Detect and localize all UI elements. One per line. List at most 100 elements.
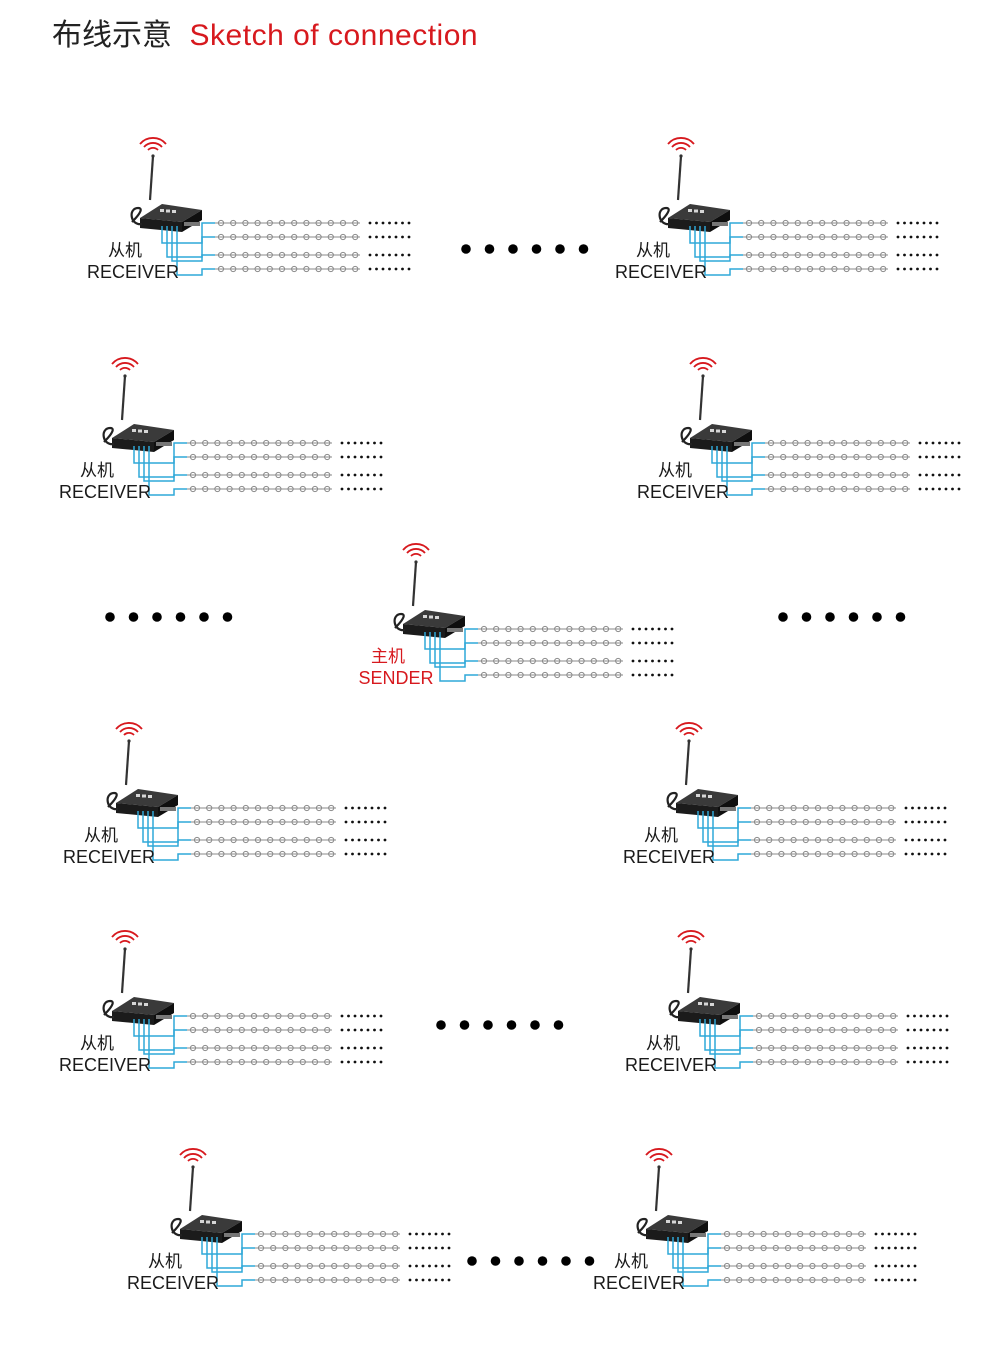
output-ports <box>722 1015 738 1019</box>
pixel-light <box>806 219 814 227</box>
pixel-light <box>851 850 858 858</box>
pixel-light <box>263 471 270 479</box>
pixel-light <box>578 657 585 665</box>
continuation-dot <box>368 235 372 239</box>
continuation-dot <box>347 1028 350 1032</box>
pixel-light <box>287 471 294 479</box>
controller-button <box>200 1220 204 1223</box>
pixel-light <box>355 1276 362 1284</box>
pixel-light <box>797 1262 804 1270</box>
pixel-light <box>242 219 249 227</box>
pixel-light <box>554 657 561 665</box>
pixel-light <box>324 1026 331 1034</box>
pixel-light <box>202 1058 209 1066</box>
power-cord <box>393 612 406 632</box>
pixel-light <box>778 804 785 812</box>
receiver-label-en: RECEIVER <box>623 847 715 867</box>
ellipsis-dot <box>484 244 495 254</box>
ellipsis-dot <box>508 244 518 254</box>
controller-top <box>140 204 202 222</box>
continuation-dot <box>353 1028 357 1032</box>
pixel-light <box>889 453 897 461</box>
pixel-light <box>226 439 233 447</box>
continuation-dot <box>944 487 948 491</box>
continuation-dot <box>351 820 354 824</box>
pixel-light <box>294 1262 301 1270</box>
pixel-light <box>517 671 524 679</box>
pixel-light <box>829 1026 836 1034</box>
continuation-dot <box>904 820 908 824</box>
continuation-dot <box>344 820 348 824</box>
pixel-light <box>736 1276 743 1284</box>
pixel-light <box>315 265 322 273</box>
pixel-light <box>352 251 359 259</box>
pixel-light <box>865 1026 872 1034</box>
pixel-light <box>867 219 875 227</box>
pixel-light <box>772 1262 779 1270</box>
pixel-light <box>352 265 359 273</box>
continuation-dot <box>929 235 932 239</box>
pixel-light <box>238 453 245 461</box>
continuation-dot <box>381 221 385 225</box>
pixel-light <box>828 453 836 461</box>
controller-side <box>688 1221 708 1243</box>
ellipsis-dot <box>553 1020 564 1030</box>
continuation-dot <box>913 1264 917 1268</box>
continuation-dot <box>657 627 661 631</box>
pixel-light <box>843 233 850 241</box>
continuation-dot <box>351 838 354 842</box>
continuation-dot <box>447 1278 451 1282</box>
pixel-light <box>780 1044 787 1052</box>
signal-arc <box>119 727 139 733</box>
pixel-light <box>843 251 850 259</box>
pixel-light <box>806 233 814 241</box>
controller-button <box>132 429 136 432</box>
signal-arc <box>115 362 135 368</box>
controller-button <box>698 1002 702 1005</box>
pixel-light <box>809 1262 816 1270</box>
continuation-dot <box>913 1278 917 1282</box>
continuation-dot <box>377 838 380 842</box>
continuation-dot <box>394 235 398 239</box>
pixel-light <box>379 1276 387 1284</box>
pixel-light <box>214 1058 221 1066</box>
continuation-dot <box>917 820 921 824</box>
continuation-dot <box>926 1046 929 1050</box>
ellipsis-dot <box>537 1256 548 1266</box>
ellipsis-mark <box>778 612 906 622</box>
data-wire <box>726 446 765 496</box>
pixel-light <box>782 233 789 241</box>
pixel-light <box>819 219 826 227</box>
pixel-light <box>809 1244 816 1252</box>
continuation-dot <box>935 235 939 239</box>
continuation-dot <box>428 1232 431 1236</box>
pixel-light <box>218 818 225 826</box>
continuation-dot <box>900 1246 904 1250</box>
pixel-light <box>802 836 809 844</box>
pixel-light <box>804 439 811 447</box>
pixel-light <box>828 471 836 479</box>
signal-arc <box>693 362 713 368</box>
continuation-dot <box>375 253 378 257</box>
pixel-light <box>287 439 294 447</box>
controller-side <box>158 795 178 817</box>
pixel-light <box>254 219 261 227</box>
pixel-light <box>753 804 761 812</box>
pixel-light <box>827 804 834 812</box>
pixel-light <box>299 471 306 479</box>
pixel-light <box>311 1026 319 1034</box>
controller-side <box>710 210 730 232</box>
pixel-light <box>889 471 897 479</box>
continuation-dot <box>441 1278 444 1282</box>
data-wire <box>677 1237 721 1273</box>
pixel-light <box>889 439 897 447</box>
antenna-tip <box>679 154 683 158</box>
continuation-dot <box>421 1278 425 1282</box>
pixel-light <box>804 453 811 461</box>
pixel-light <box>554 625 561 633</box>
pixel-light <box>865 1044 872 1052</box>
pixel-light <box>254 804 262 812</box>
pixel-light <box>254 265 261 273</box>
